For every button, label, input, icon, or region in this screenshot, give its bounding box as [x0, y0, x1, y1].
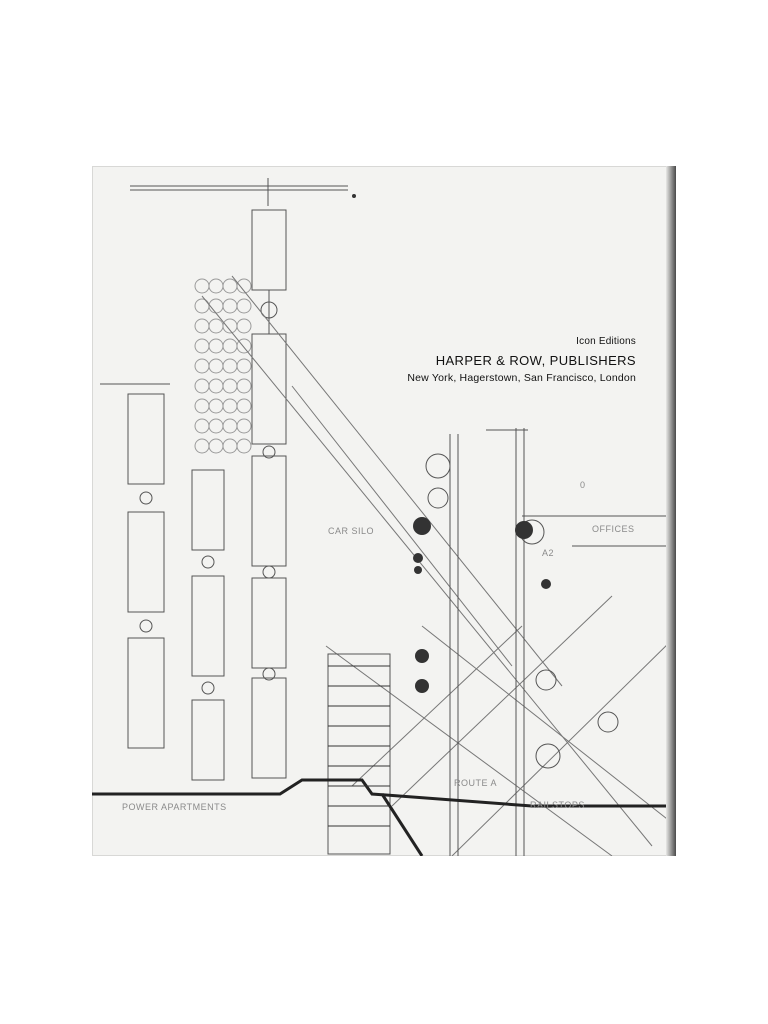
label-offices: OFFICES	[592, 524, 635, 534]
label-railstops: RAILSTOPS	[530, 800, 585, 810]
label-car-silo: CAR SILO	[328, 526, 375, 536]
publisher-name: HARPER & ROW, PUBLISHERS	[435, 353, 636, 368]
series-name: Icon Editions	[576, 336, 636, 347]
publisher-cities: New York, Hagerstown, San Francisco, Lon…	[407, 372, 636, 384]
page-edge-shadow	[666, 166, 676, 856]
label-route: ROUTE A	[454, 778, 498, 788]
publisher-imprint: Icon Editions HARPER & ROW, PUBLISHERS N…	[407, 336, 636, 384]
scanned-page: OFFICES ROUTE A RAILSTOPS POWER APARTMEN…	[92, 166, 676, 856]
label-apartments: POWER APARTMENTS	[122, 802, 227, 812]
architectural-drawing	[92, 178, 676, 856]
label-a2: A2	[542, 548, 555, 558]
label-zero: 0	[580, 480, 586, 490]
